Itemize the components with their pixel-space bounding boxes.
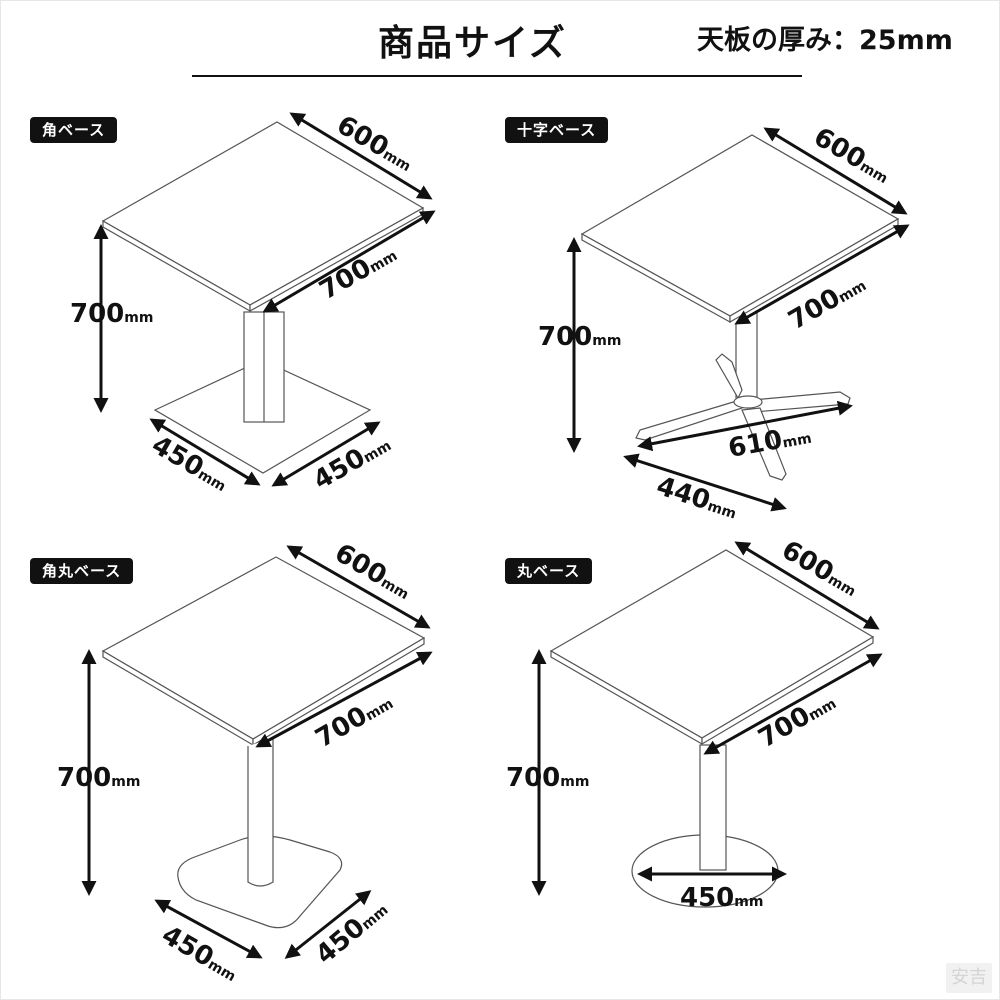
badge-maru-base: 丸ベース — [505, 558, 593, 584]
svg-text:700mm: 700mm — [538, 322, 621, 352]
badge-kaku-base: 角ベース — [30, 117, 118, 143]
title-underline — [192, 75, 802, 77]
svg-text:450mm: 450mm — [680, 883, 763, 913]
badge-juji-base: 十字ベース — [505, 117, 609, 143]
svg-text:700mm: 700mm — [506, 763, 589, 793]
page-title: 商品サイズ — [378, 23, 567, 64]
table-maru-base — [549, 549, 875, 908]
table-kaku-base — [101, 121, 425, 474]
tabletop-thickness: 天板の厚み：25mm — [697, 25, 953, 56]
svg-text:700mm: 700mm — [70, 299, 153, 329]
svg-text:450mm: 450mm — [157, 920, 244, 988]
svg-text:700mm: 700mm — [57, 763, 140, 793]
watermark-logo: 安吉 — [946, 963, 992, 993]
badge-kakumaru-base: 角丸ベース — [30, 558, 134, 584]
